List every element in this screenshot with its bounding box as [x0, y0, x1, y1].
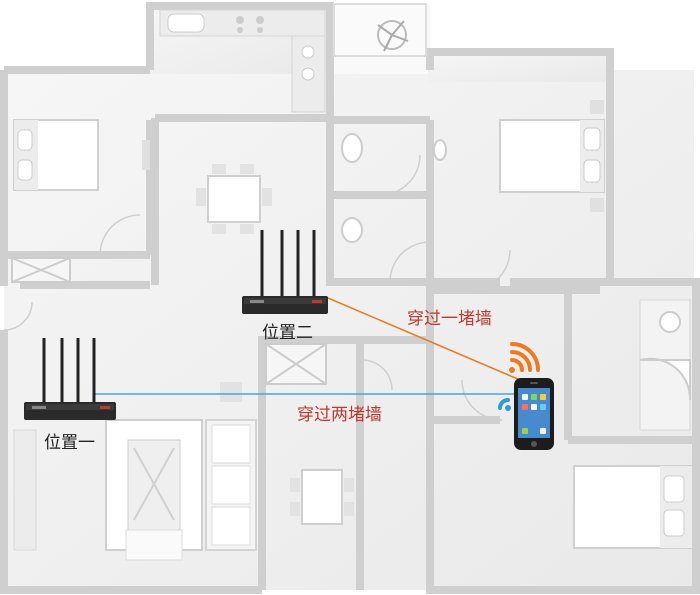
kitchen-furniture: [159, 9, 326, 113]
dining-table-upper: [196, 164, 272, 234]
bathroom-fixtures: [341, 133, 447, 243]
bed-lower-right: [573, 465, 693, 549]
router-icon: [24, 338, 116, 420]
bathroom-lower-right: [639, 299, 692, 431]
balcony: [333, 3, 427, 57]
bed-left: [13, 119, 150, 191]
wifi-strong-icon: [509, 342, 540, 373]
bed-right: [499, 100, 605, 212]
doors: [3, 154, 511, 421]
through-two-walls-label: 穿过两堵墙: [297, 405, 382, 425]
position-one-label: 位置一: [44, 433, 95, 453]
signal-line-one-wall: [327, 297, 521, 381]
smartphone-icon: [514, 378, 554, 450]
wifi-weak-icon: [498, 398, 511, 411]
position-two-label: 位置二: [262, 323, 313, 343]
router-icon: [242, 230, 328, 314]
closets: [11, 257, 327, 385]
dining-table-lower: [290, 469, 354, 525]
through-one-wall-label: 穿过一堵墙: [407, 309, 492, 329]
living-room: [13, 382, 257, 561]
